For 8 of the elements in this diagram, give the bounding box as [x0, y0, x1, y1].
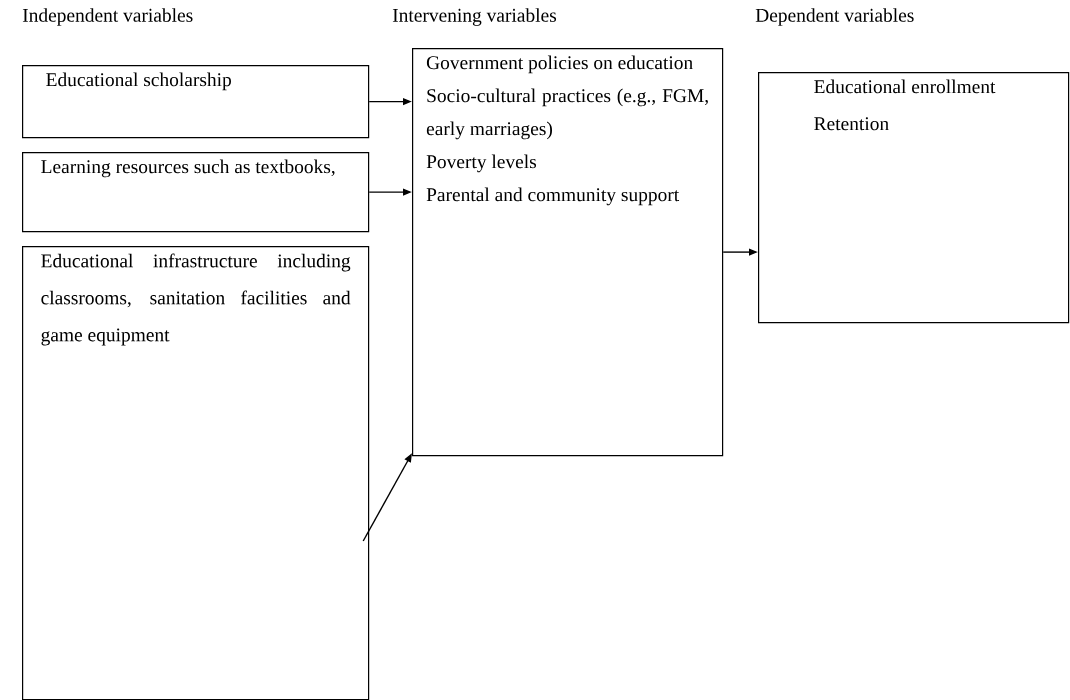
text-box: Government policies on education Socio-cultural practices (e.g., FGM, early marriages) Poverty levels Parental and community support	[412, 48, 724, 457]
column-heading: Intervening variables	[392, 8, 557, 26]
text-box: Educational enrollment Retention	[758, 72, 1070, 324]
text-box: Educational infrastructure including classrooms, sanitation facilities and game equipment	[22, 246, 370, 700]
text-box: Learning resources such as textbooks,	[22, 152, 370, 233]
column-heading: Dependent variables	[755, 8, 914, 26]
column-heading: Independent variables	[22, 8, 193, 26]
text-box: Educational scholarship	[22, 65, 370, 139]
